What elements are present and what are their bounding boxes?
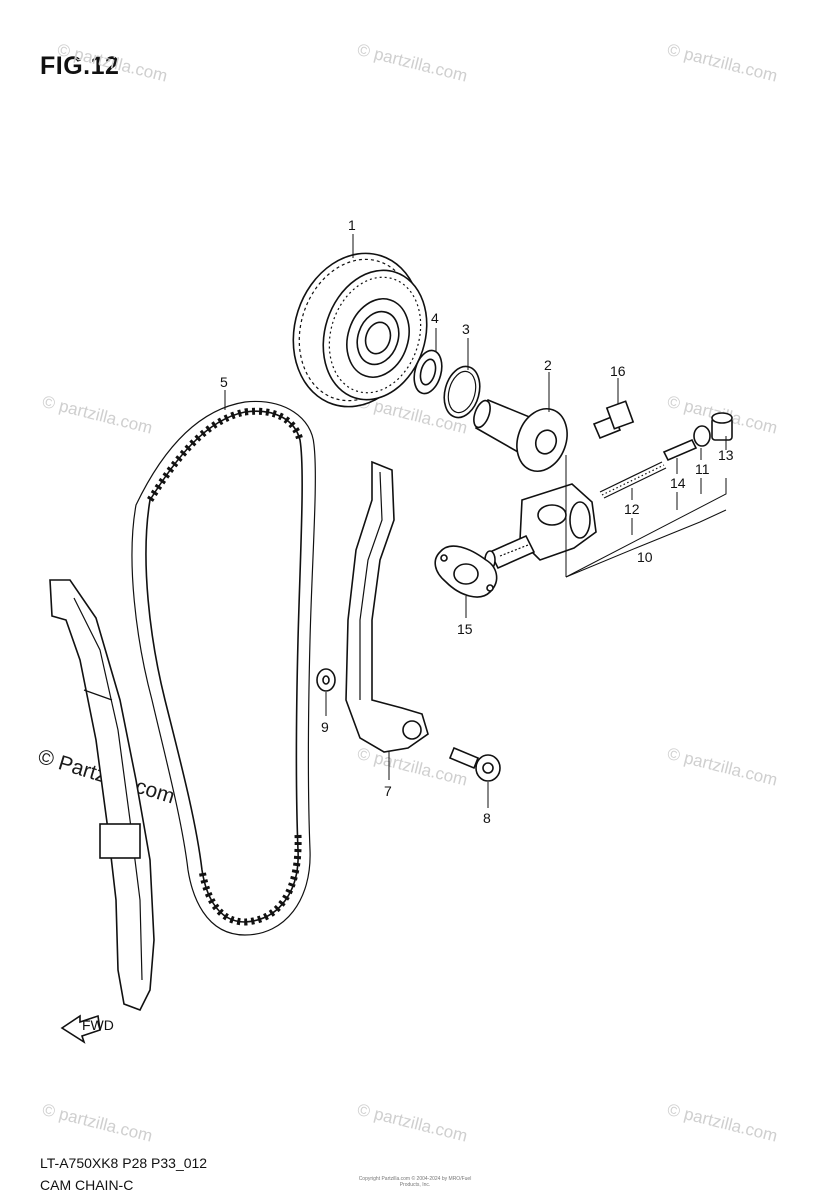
callout-number: 1 — [348, 217, 356, 233]
callout-number: 15 — [457, 621, 473, 637]
pin-part-14 — [662, 438, 698, 462]
cam-chain-part-5 — [131, 400, 316, 936]
callout-number: 4 — [431, 310, 439, 326]
tensioner-part-10 — [484, 483, 597, 570]
callout-number: 8 — [483, 810, 491, 826]
bolt-part-8 — [448, 746, 501, 782]
callout-number: 10 — [637, 549, 653, 565]
cap-bolt-part-13 — [711, 412, 733, 441]
callout-number: 13 — [718, 447, 734, 463]
washer-part-9 — [316, 668, 336, 692]
callout-number: 2 — [544, 357, 552, 373]
callout-number: 14 — [670, 475, 686, 491]
callout-number: 12 — [624, 501, 640, 517]
leader-line — [565, 509, 727, 578]
figure-name: CAM CHAIN-C — [40, 1177, 134, 1193]
figure-title: FIG.12 — [40, 52, 120, 80]
front-direction-arrow: FWD — [60, 1014, 114, 1044]
idler-gear — [292, 252, 428, 408]
chain-guide-left — [49, 579, 155, 1012]
o-ring-part-3 — [443, 365, 481, 419]
front-arrow-label: FWD — [82, 1017, 114, 1033]
callout-number: 3 — [462, 321, 470, 337]
spring-part-12 — [599, 461, 667, 499]
callout-number: 11 — [695, 461, 710, 477]
model-code: LT-A750XK8 P28 P33_012 — [40, 1155, 208, 1171]
callout-number: 16 — [610, 363, 626, 379]
leader-line — [565, 478, 727, 578]
washer-part-4 — [413, 349, 443, 395]
callout-number: 7 — [384, 783, 392, 799]
copyright-note: Copyright Partzilla.com © 2004-2024 by M… — [358, 1176, 472, 1188]
idler-shaft-part-2 — [473, 398, 568, 472]
callout-number: 9 — [321, 719, 329, 735]
washer-part-11 — [693, 425, 711, 447]
bolt-part-16 — [592, 400, 635, 440]
gasket-part-15 — [434, 545, 498, 598]
callout-number: 5 — [220, 374, 228, 390]
chain-guide-part-7 — [345, 460, 429, 753]
